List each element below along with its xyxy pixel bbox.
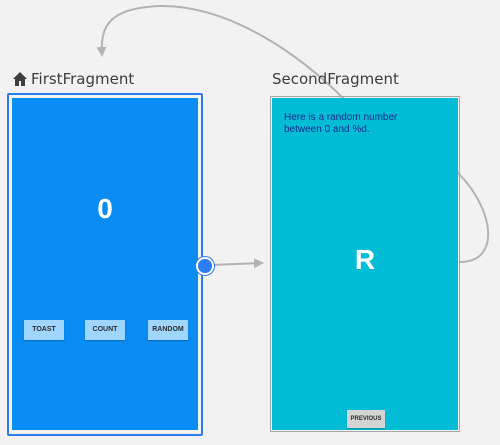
count-textview: 0 bbox=[97, 193, 113, 224]
random-button[interactable]: RANDOM bbox=[148, 320, 188, 340]
count-button[interactable]: COUNT bbox=[85, 320, 125, 340]
action-first-to-second-arrow[interactable] bbox=[210, 258, 264, 269]
second-fragment-title[interactable]: SecondFragment bbox=[272, 70, 399, 88]
first-fragment-title[interactable]: FirstFragment bbox=[12, 70, 134, 88]
second-fragment-frame bbox=[270, 96, 460, 432]
home-icon bbox=[13, 72, 27, 86]
second-fragment-screen[interactable]: Here is a random number between 0 and %d… bbox=[272, 98, 458, 430]
action-connection-handle[interactable] bbox=[196, 257, 214, 275]
random-header-textview: Here is a random number between 0 and %d… bbox=[284, 112, 398, 135]
random-value-textview: R bbox=[354, 244, 376, 275]
first-fragment-screen[interactable]: 0 TOAST COUNT RANDOM bbox=[12, 98, 198, 430]
toast-button[interactable]: TOAST bbox=[24, 320, 64, 340]
second-fragment-label: SecondFragment bbox=[272, 70, 399, 88]
previous-button[interactable]: PREVIOUS bbox=[347, 410, 385, 428]
first-fragment-label: FirstFragment bbox=[31, 70, 135, 88]
